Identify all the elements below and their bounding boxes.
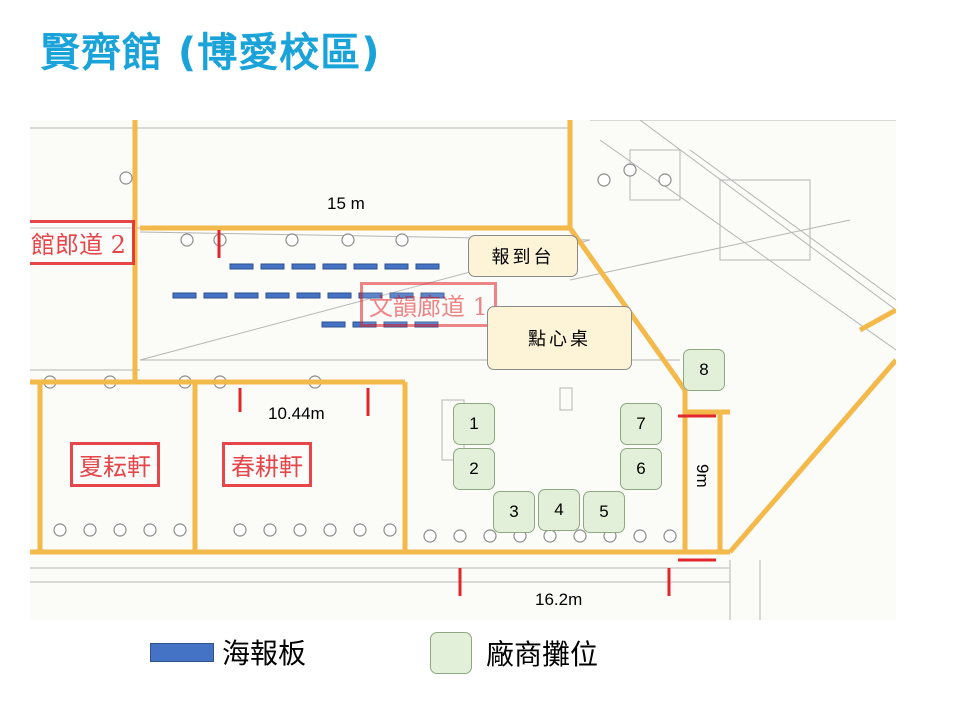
vendor-booth-1: 1 bbox=[453, 403, 495, 445]
vendor-booth-7: 7 bbox=[620, 403, 662, 445]
vendor-booth-4: 4 bbox=[538, 489, 580, 531]
legend-vendor-booth-label: 廠商攤位 bbox=[486, 638, 599, 671]
poster-board-swatch bbox=[150, 642, 214, 662]
room-label-chungeng: 春耕軒 bbox=[222, 442, 312, 487]
measure-top-width: 15 m bbox=[327, 194, 365, 213]
room-label-xiayun: 夏耘軒 bbox=[70, 442, 160, 487]
vendor-booth-2: 2 bbox=[453, 448, 495, 490]
floor-plan: 館郎道 2 文韻廊道 1 夏耘軒 春耕軒 15 m 10.44m 16.2m 9… bbox=[30, 120, 896, 620]
corridor-1-label: 文韻廊道 1 bbox=[360, 282, 497, 327]
registration-desk: 報到台 bbox=[468, 235, 578, 277]
snack-table: 點心桌 bbox=[487, 306, 632, 370]
vendor-booth-swatch bbox=[430, 632, 472, 674]
vendor-booth-6: 6 bbox=[620, 448, 662, 490]
page-title: 賢齊館 (博愛校區) bbox=[40, 30, 381, 76]
vendor-booth-5: 5 bbox=[583, 491, 625, 533]
floor-plan-drawing bbox=[30, 120, 896, 620]
measure-side-height: 9m bbox=[693, 464, 712, 488]
legend-poster-board-label: 海報板 bbox=[222, 637, 307, 670]
measure-room-width: 10.44m bbox=[268, 404, 325, 423]
vendor-booth-3: 3 bbox=[493, 491, 535, 533]
legend-vendor-booth: 廠商攤位 bbox=[430, 632, 598, 674]
vendor-booth-8: 8 bbox=[683, 349, 725, 391]
corridor-2-label: 館郎道 2 bbox=[30, 220, 135, 265]
measure-bottom-width: 16.2m bbox=[535, 590, 583, 609]
legend-poster-board: 海報板 bbox=[150, 632, 306, 672]
